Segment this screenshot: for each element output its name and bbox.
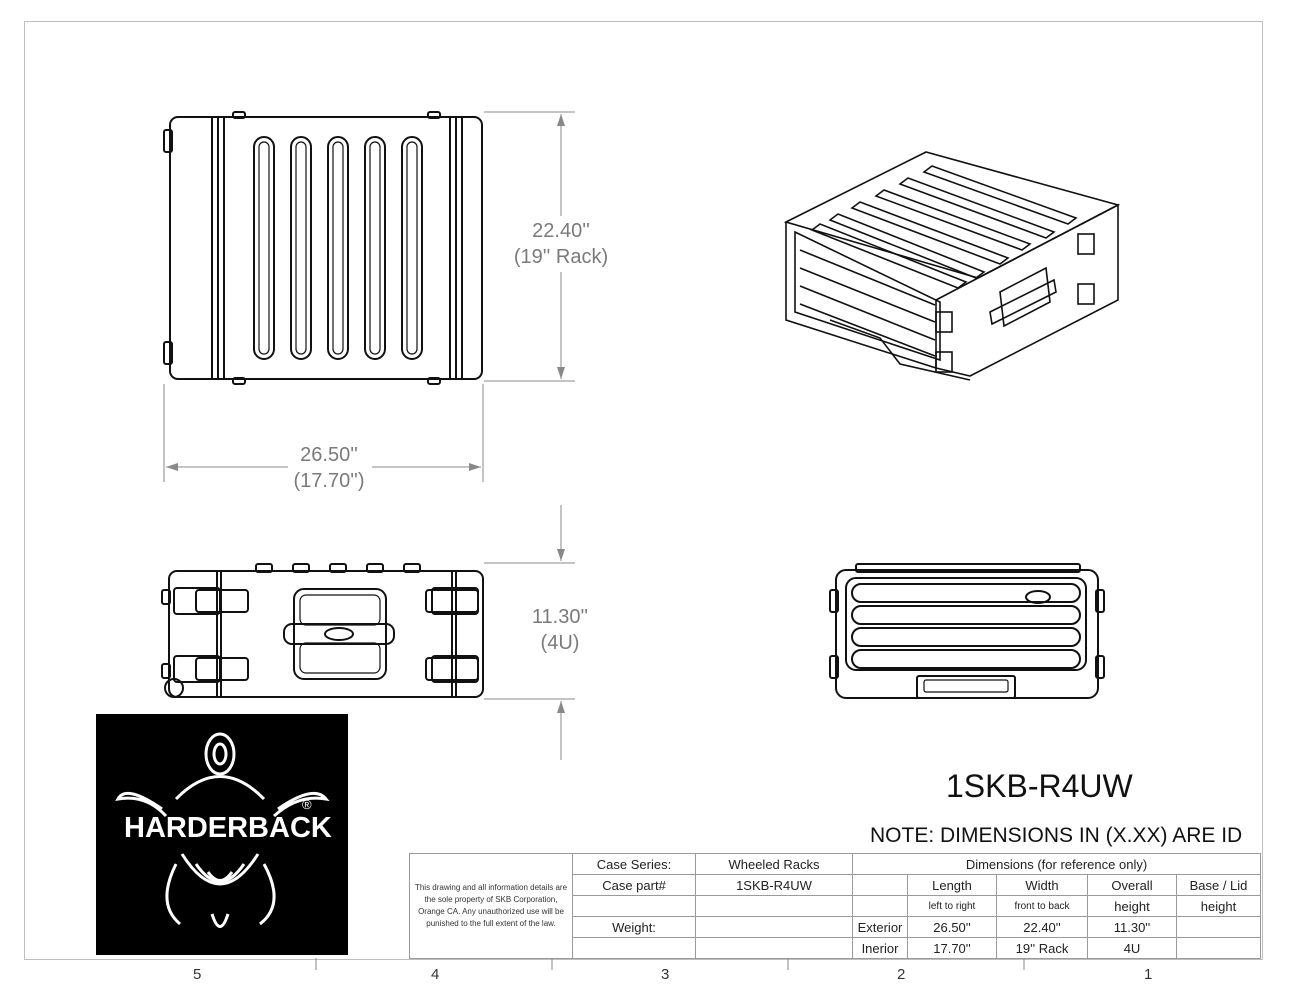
legal-notice: This drawing and all information details… [409, 853, 573, 959]
sub-width: front to back [996, 895, 1088, 917]
isometric-view [783, 151, 1121, 381]
title-block: This drawing and all information details… [409, 853, 1261, 959]
int-height: 4U [1087, 937, 1177, 959]
weight-value [695, 916, 853, 938]
blank-cell [572, 895, 696, 917]
logo-wordmark: HARDERBACK [124, 812, 332, 844]
dimensions-note: NOTE: DIMENSIONS IN (X.XX) ARE ID [870, 824, 1243, 847]
col-overall: Overall [1087, 874, 1177, 896]
dim-top-length: 26.50'' (17.70'') [270, 442, 388, 494]
front-view [829, 563, 1105, 699]
blank-cell [695, 937, 853, 959]
zone-label: 5 [193, 966, 202, 983]
col-width: Width [996, 874, 1088, 896]
ext-base-lid [1176, 916, 1261, 938]
registered-mark: ® [302, 797, 312, 812]
dim-top-length-value: 26.50'' [300, 444, 358, 466]
int-base-lid [1176, 937, 1261, 959]
int-width: 19'' Rack [996, 937, 1088, 959]
top-view [163, 111, 483, 385]
turtle-emblem-icon [115, 732, 330, 928]
col-length: Length [907, 874, 997, 896]
dim-side-height: 11.30'' (4U) [515, 604, 605, 656]
weight-label: Weight: [572, 916, 696, 938]
case-part-value: 1SKB-R4UW [695, 874, 853, 896]
blank-cell [695, 895, 853, 917]
case-series-label: Case Series: [572, 853, 696, 875]
blank-cell [572, 937, 696, 959]
case-series-value: Wheeled Racks [695, 853, 853, 875]
ext-length: 26.50'' [907, 916, 997, 938]
sub-length: left to right [907, 895, 997, 917]
ext-width: 22.40'' [996, 916, 1088, 938]
drawing-border [24, 21, 1263, 960]
dim-top-length-id: (17.70'') [293, 470, 365, 492]
zone-label: 3 [661, 966, 670, 983]
row-exterior: Exterior [852, 916, 908, 938]
dimension-lines [163, 111, 1025, 970]
blank-cell [852, 895, 908, 917]
dimension-arrows [166, 114, 565, 713]
dim-side-height-value: 11.30'' [531, 606, 589, 628]
int-length: 17.70'' [907, 937, 997, 959]
dim-top-width-value: 22.40'' [532, 220, 590, 242]
row-interior: Inerior [852, 937, 908, 959]
zone-label: 4 [431, 966, 440, 983]
ext-height: 11.30'' [1087, 916, 1177, 938]
sub-overall: height [1087, 895, 1177, 917]
zone-label: 2 [897, 966, 906, 983]
dim-top-width: 22.40'' (19'' Rack) [505, 218, 617, 270]
zone-label: 1 [1144, 966, 1153, 983]
side-view [161, 563, 484, 698]
dim-side-height-id: (4U) [540, 632, 580, 654]
sub-base-lid: height [1176, 895, 1261, 917]
col-base-lid: Base / Lid [1176, 874, 1261, 896]
blank-cell [852, 874, 908, 896]
dimensions-header: Dimensions (for reference only) [852, 853, 1261, 875]
harderback-logo: HARDERBACK ® [96, 714, 348, 955]
dim-top-width-id: (19'' Rack) [513, 246, 609, 268]
part-number-title: 1SKB-R4UW [946, 768, 1133, 804]
case-part-label: Case part# [572, 874, 696, 896]
